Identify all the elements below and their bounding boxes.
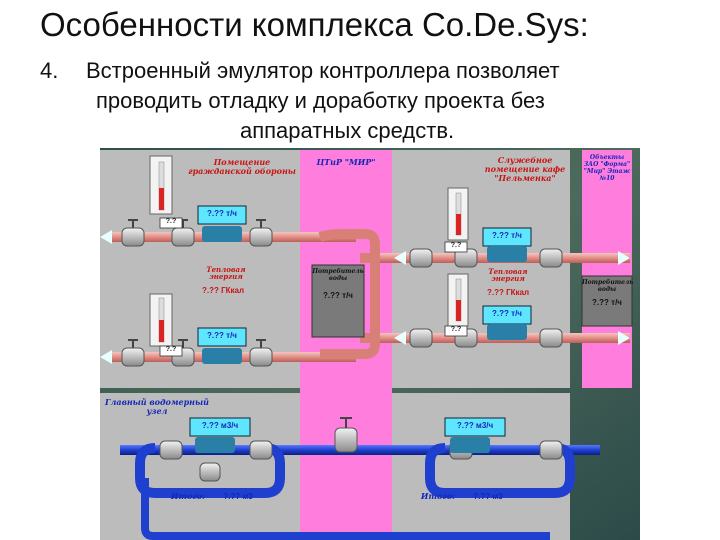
gcal-value-1: ?.?? ГКкал <box>201 286 245 295</box>
flow-arrow-2 <box>100 350 112 364</box>
total-label-1: Итого: <box>170 491 206 501</box>
flow-arrow-3 <box>394 251 406 265</box>
valve-7 <box>409 248 433 268</box>
heat-energy-label-1: Тепловая энергия <box>206 265 246 281</box>
flow-arrow-6 <box>618 331 630 345</box>
civil-defense-label: Помещение гражданской обороны <box>188 157 296 176</box>
valve-2 <box>171 227 195 247</box>
gauge-3 <box>447 187 469 241</box>
scada-screenshot: Помещение гражданской обороны ЦТиР "МИР"… <box>100 148 640 540</box>
gauge-value-box-2 <box>159 345 183 357</box>
scada-graphics <box>100 148 640 540</box>
total-label-2: Итого: <box>420 491 456 501</box>
gauge-value-1: ?.? <box>165 218 177 225</box>
main-meter-label: Главный водомерный узел <box>105 397 209 416</box>
object-label: Объекты ЗАО "Форма" "Мир" Этаж №10 <box>583 154 631 182</box>
flow-arrow-4 <box>618 251 630 265</box>
consumer-value-2: ?.?? т/ч <box>592 298 622 307</box>
water-meter-2 <box>444 417 506 437</box>
gauge-1 <box>149 155 173 215</box>
slide-title: Особенности комплекса Co.De.Sys: <box>40 6 589 43</box>
object-panel <box>582 150 632 388</box>
valve-17 <box>334 427 358 453</box>
gauge-value-box-4 <box>444 325 468 337</box>
bullet-line-3: аппаратных средств. <box>240 118 455 143</box>
water-pipe-1 <box>120 445 600 455</box>
bullet-line-1: Встроенный эмулятор контроллера позволяе… <box>86 58 560 83</box>
consumer-box-2 <box>581 275 633 327</box>
valve-16 <box>539 440 563 460</box>
total-value-2: ?.?? м3 <box>473 492 503 501</box>
gauge-value-2: ?.? <box>165 346 177 353</box>
gcal-value-2: ?.?? ГКкал <box>486 288 530 297</box>
flow-meter-1 <box>197 205 247 225</box>
gauge-2 <box>149 293 173 347</box>
service-room-panel <box>392 150 570 388</box>
gauge-4 <box>447 273 469 327</box>
bullet-number: 4. <box>40 58 59 83</box>
valve-3 <box>249 227 273 247</box>
valve-9 <box>539 248 563 268</box>
main-meter-panel-right <box>392 393 570 540</box>
water-flow-value-1: ?.?? м3/ч <box>201 421 239 430</box>
valve-12 <box>539 328 563 348</box>
valve-1 <box>121 227 145 247</box>
valve-13 <box>159 440 183 460</box>
valve-10 <box>409 328 433 348</box>
bullet-line-2: проводить отладку и доработку проекта бе… <box>96 88 545 113</box>
total-value-1: ?.?? м3 <box>223 492 253 501</box>
flow-value-4: ?.?? т/ч <box>492 309 522 318</box>
consumer-box-1 <box>311 264 365 338</box>
gauge-value-4: ?.? <box>450 326 462 333</box>
water-flow-value-2: ?.?? м3/ч <box>456 421 494 430</box>
flow-meter-2 <box>197 327 247 347</box>
valve-6 <box>249 347 273 367</box>
flow-value-3: ?.?? т/ч <box>492 231 522 240</box>
consumer-value-1: ?.?? т/ч <box>323 291 353 300</box>
itr-mir-label: ЦТиР "МИР" <box>316 157 376 167</box>
flow-value-2: ?.?? т/ч <box>207 331 237 340</box>
valve-18 <box>199 462 221 482</box>
service-room-label: Служебное помещение кафе "Пельменка" <box>484 155 566 183</box>
flow-arrow-5 <box>394 331 406 345</box>
valve-4 <box>121 347 145 367</box>
consumer-label-1: Потребитель воды <box>312 268 364 282</box>
consumer-label-2: Потребитель воды <box>582 279 634 293</box>
heat-energy-label-2: Тепловая энергия <box>488 267 528 283</box>
valve-14 <box>249 440 273 460</box>
flow-arrow-1 <box>100 230 112 244</box>
gauge-value-3: ?.? <box>450 242 462 249</box>
flow-value-1: ?.?? т/ч <box>207 209 237 218</box>
water-meter-1 <box>189 417 251 437</box>
gauge-value-box-1 <box>159 217 183 229</box>
gauge-value-box-3 <box>444 241 468 253</box>
